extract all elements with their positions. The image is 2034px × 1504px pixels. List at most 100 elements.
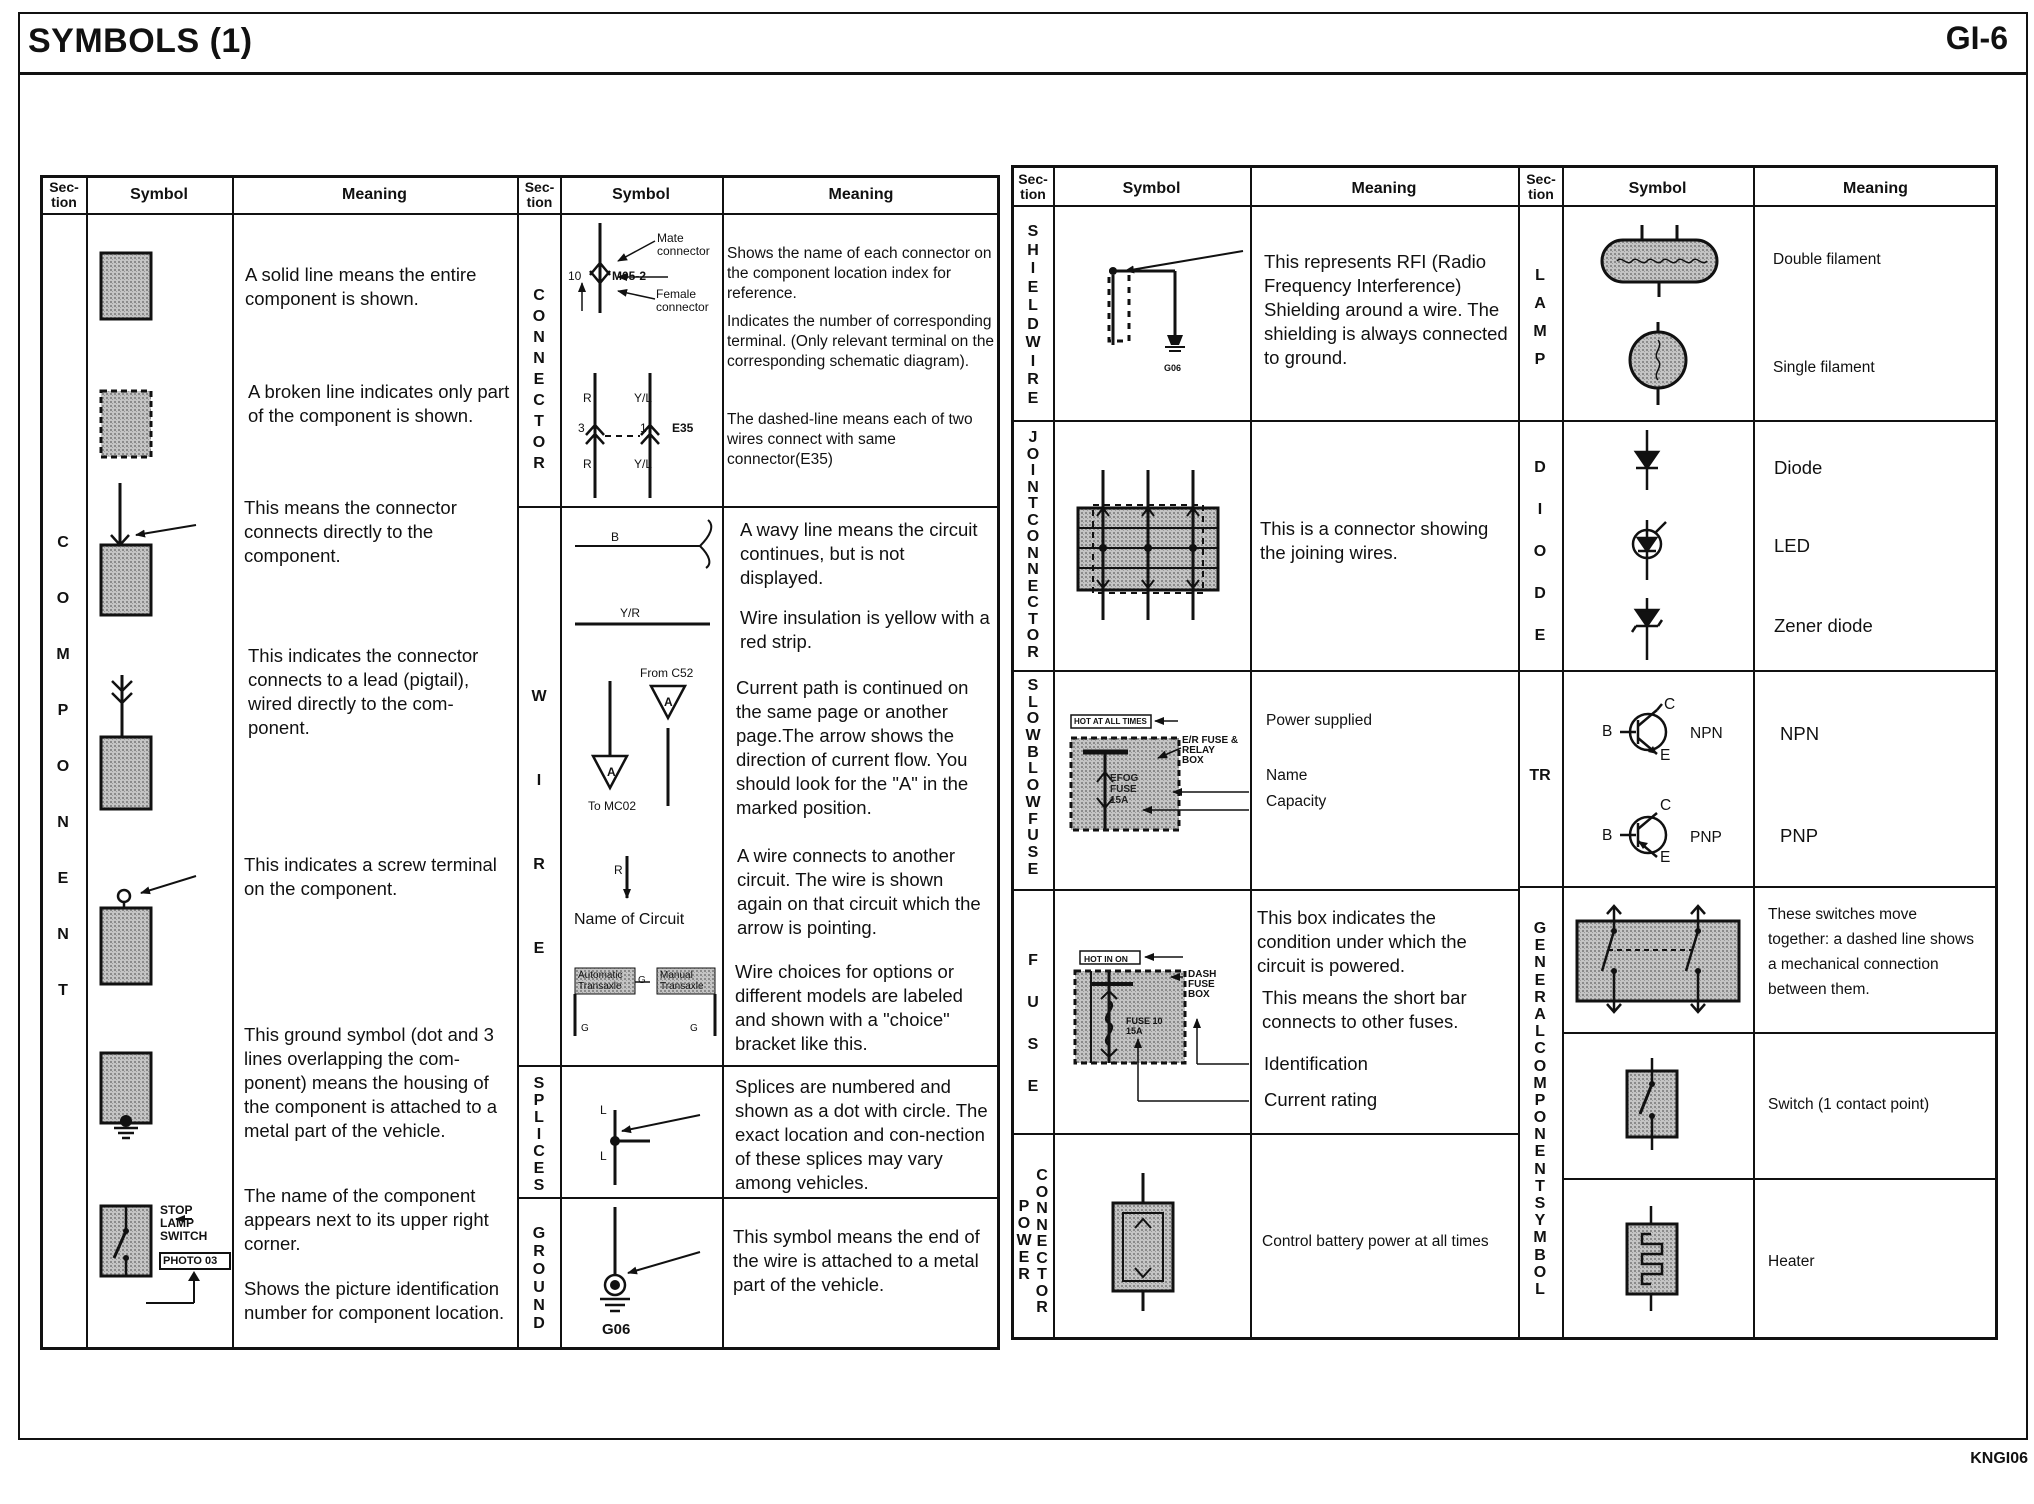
wire-a-up: A <box>664 695 673 709</box>
connector-meaning-dashed: The dashed-line means each of two wires … <box>727 411 973 468</box>
wire-meaning-current: Current path is continued on the same pa… <box>736 677 969 818</box>
ground-meaning: This symbol means the end of the wire is… <box>733 1226 980 1295</box>
header-meaning: Meaning <box>1351 180 1417 197</box>
connector-one: 1 <box>640 421 647 435</box>
connector-three: 3 <box>578 421 585 435</box>
wire-from-label: From C52 <box>640 666 694 680</box>
header-section: Sec-tion <box>524 179 555 210</box>
page-title: SYMBOLS (1) <box>28 22 253 60</box>
section-label-tr: TR <box>1529 767 1551 784</box>
sbf-power-supplied: Power supplied <box>1266 712 1372 729</box>
wire-meaning-choice: Wire choices for options or different mo… <box>735 961 963 1054</box>
wire-symbols <box>573 519 717 1036</box>
general-meaning-switch: Switch (1 contact point) <box>1768 1096 1930 1113</box>
connector-r-bottom: R <box>583 457 592 471</box>
joint-connector-meaning: This is a connector showing the joining … <box>1260 518 1489 563</box>
general-component-symbols <box>1575 904 1741 1311</box>
power-connector-meaning: Control battery power at all times <box>1262 1233 1489 1250</box>
splice-l-bottom: L <box>600 1149 607 1163</box>
wire-yr-label: Y/R <box>620 606 641 620</box>
tr-npn-c: C <box>1664 696 1676 713</box>
tr-npn-symbol-label: NPN <box>1690 725 1723 742</box>
tr-pnp-symbol-label: PNP <box>1690 829 1722 846</box>
shield-wire-symbol <box>1107 250 1244 352</box>
right-symbol-table <box>1011 165 1998 1340</box>
tr-pnp-e: E <box>1660 849 1671 866</box>
sbf-name: Name <box>1266 767 1308 784</box>
connector-code: M05-2 <box>612 269 647 283</box>
wire-meaning-insulation: Wire insulation is yellow with a red str… <box>740 607 990 652</box>
header-section: Sec-tion <box>1526 171 1556 202</box>
diode-label: Diode <box>1774 457 1823 478</box>
wire-g-left: G <box>581 1023 589 1034</box>
header-meaning: Meaning <box>828 186 894 203</box>
shield-wire-meaning: This represents RFI (Radio Frequency Int… <box>1264 251 1508 368</box>
connector-yl-top: Y/L <box>634 391 653 405</box>
wire-meaning-circuit: A wire connects to another circuit. The … <box>737 845 981 938</box>
component-meaning-broken: A broken line indicates only part of the… <box>248 381 510 426</box>
header-section: Sec-tion <box>1018 171 1048 202</box>
header-symbol: Symbol <box>612 186 670 203</box>
general-meaning-heater: Heater <box>1768 1253 1815 1270</box>
transistor-symbols <box>1620 703 1668 858</box>
lamp-symbols <box>1600 225 1719 405</box>
connector-meaning-name: Shows the name of each connector on the … <box>727 245 992 302</box>
component-meaning-name: The name of the component appears next t… <box>244 1185 489 1254</box>
component-meaning-photo: Shows the picture identification number … <box>244 1278 505 1323</box>
lamp-single-filament: Single filament <box>1773 359 1875 376</box>
photo-label: PHOTO 03 <box>163 1255 218 1267</box>
figure-code: KNGI06 <box>1970 1450 2028 1467</box>
fuse-hot-label: HOT IN ON <box>1084 954 1128 964</box>
splices-meaning: Splices are numbered and shown as a dot … <box>735 1076 988 1193</box>
header-section: Sec-tion <box>49 179 79 210</box>
shield-g06-label: G06 <box>1164 363 1182 373</box>
component-meaning-ground: This ground symbol (dot and 3 lines over… <box>244 1024 498 1141</box>
wire-a-down: A <box>607 765 616 779</box>
general-meaning-dual-switch: These switches move together: a dashed l… <box>1768 906 1974 998</box>
component-meaning-solid: A solid line means the entire component … <box>245 264 477 309</box>
component-symbols <box>99 251 231 1304</box>
sbf-hot-label: HOT AT ALL TIMES <box>1074 717 1147 726</box>
header-symbol: Symbol <box>1122 180 1181 197</box>
ground-g06-label: G06 <box>602 1321 631 1338</box>
splice-symbol <box>610 1110 701 1185</box>
header-meaning: Meaning <box>342 186 407 203</box>
tr-npn-b: B <box>1602 723 1613 740</box>
fuse-current-rating: Current rating <box>1264 1089 1378 1110</box>
component-meaning-screw: This indicates a screw terminal on the c… <box>244 854 497 899</box>
wire-meaning-wavy: A wavy line means the circuit continues,… <box>740 519 978 588</box>
ground-symbol <box>600 1207 701 1313</box>
page-number: GI-6 <box>1945 20 2008 56</box>
wire-g-right: G <box>690 1023 698 1034</box>
connector-symbol <box>578 223 668 498</box>
splice-l-top: L <box>600 1103 607 1117</box>
header-symbol: Symbol <box>130 186 188 203</box>
slow-blow-fuse-symbol <box>1069 714 1249 832</box>
diode-symbols <box>1630 430 1667 660</box>
wire-circuit-name: Name of Circuit <box>574 911 685 928</box>
joint-connector-symbol <box>1076 470 1220 620</box>
wire-r-label: R <box>614 863 623 877</box>
wire-g-mid: G <box>638 975 646 986</box>
header-meaning: Meaning <box>1843 180 1908 197</box>
tr-pnp-meaning: PNP <box>1780 825 1819 846</box>
